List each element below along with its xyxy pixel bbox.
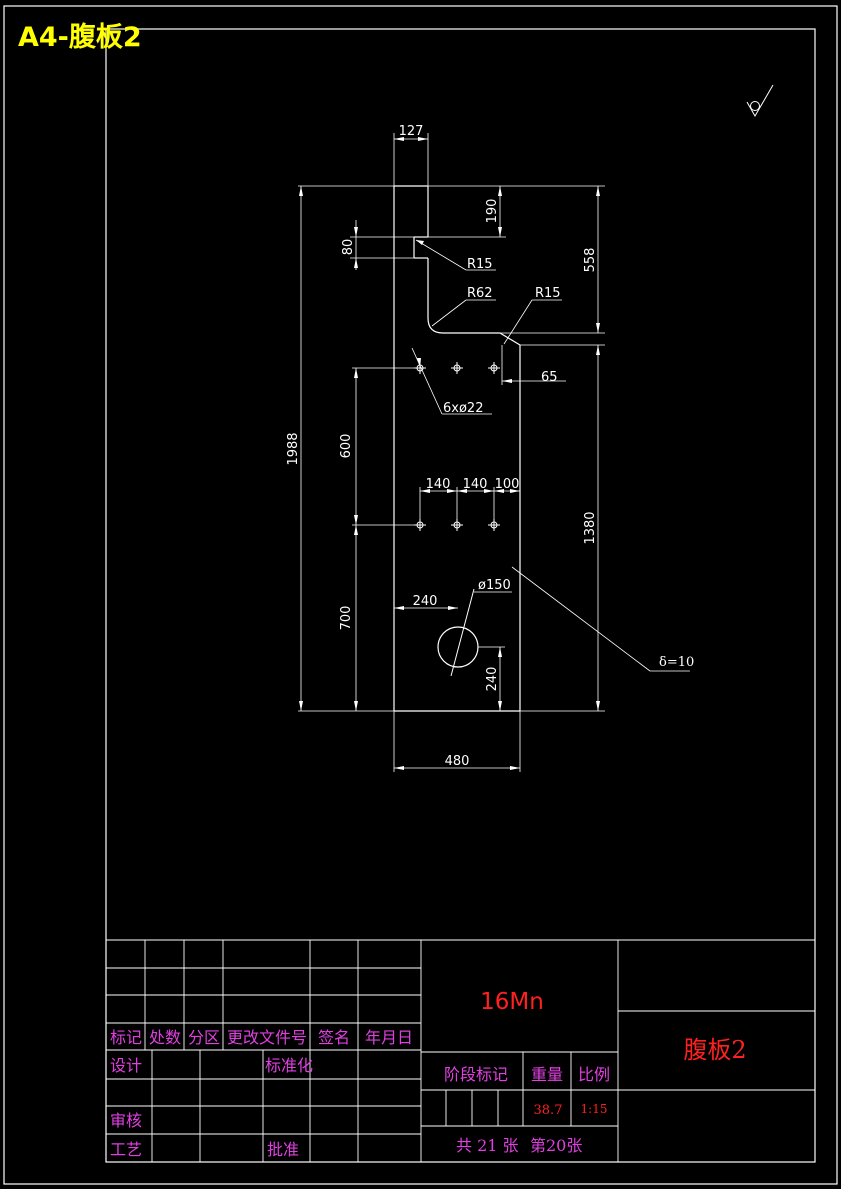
title-block bbox=[106, 939, 815, 1162]
tb-part-name: 腹板2 bbox=[683, 1036, 746, 1064]
outer-frame bbox=[3, 5, 838, 1185]
tb-stage: 阶段标记 bbox=[444, 1065, 508, 1084]
dim-1380: 1380 bbox=[583, 511, 598, 544]
label-r15-upper: R15 bbox=[467, 257, 493, 272]
large-hole bbox=[437, 626, 479, 668]
tb-review: 审核 bbox=[110, 1111, 142, 1130]
inner-frame bbox=[105, 28, 816, 1163]
label-r15-lower: R15 bbox=[535, 286, 561, 301]
dim-600: 600 bbox=[339, 434, 354, 459]
tb-design: 设计 bbox=[110, 1056, 142, 1075]
tb-docno: 更改文件号 bbox=[227, 1028, 307, 1047]
dim-80: 80 bbox=[341, 239, 356, 256]
tb-count: 处数 bbox=[149, 1028, 181, 1047]
dim-558: 558 bbox=[583, 248, 598, 273]
dim-1988: 1988 bbox=[286, 432, 301, 465]
dim-480: 480 bbox=[445, 754, 470, 769]
tb-sheet-no: 第20张 bbox=[530, 1136, 582, 1155]
dim-140-second: 140 bbox=[463, 477, 488, 492]
tb-sheets-total: 共 21 张 bbox=[456, 1136, 519, 1155]
tb-material: 16Mn bbox=[480, 989, 544, 1015]
dim-240-vertical: 240 bbox=[485, 667, 500, 692]
sheet-title: A4-腹板2 bbox=[18, 22, 142, 53]
tb-scale: 1:15 bbox=[581, 1102, 608, 1116]
label-r62: R62 bbox=[467, 286, 493, 301]
dim-140-first: 140 bbox=[426, 477, 451, 492]
label-thickness: δ=10 bbox=[659, 655, 694, 670]
tb-scale-label: 比例 bbox=[578, 1065, 610, 1084]
large-hole-leader bbox=[450, 588, 475, 677]
dim-100: 100 bbox=[495, 477, 520, 492]
label-diameter-150: ø150 bbox=[478, 578, 511, 593]
tb-date: 年月日 bbox=[365, 1028, 413, 1047]
dim-190: 190 bbox=[485, 199, 500, 224]
dim-240-horizontal: 240 bbox=[413, 594, 438, 609]
dimension-arrows bbox=[299, 137, 600, 770]
tb-weight: 38.7 bbox=[534, 1103, 563, 1118]
dimension-lines bbox=[298, 133, 690, 772]
tb-sign: 签名 bbox=[318, 1028, 350, 1047]
tb-standard: 标准化 bbox=[265, 1056, 313, 1075]
tb-mark: 标记 bbox=[110, 1028, 142, 1047]
surface-roughness-icon bbox=[746, 84, 774, 118]
tb-approve: 批准 bbox=[267, 1140, 299, 1159]
dim-700: 700 bbox=[339, 606, 354, 631]
tb-process: 工艺 bbox=[110, 1140, 142, 1159]
tb-weight-label: 重量 bbox=[531, 1065, 563, 1084]
dim-127: 127 bbox=[399, 124, 424, 139]
tb-zone: 分区 bbox=[188, 1028, 220, 1047]
dim-65: 65 bbox=[541, 370, 558, 385]
label-holes: 6xø22 bbox=[443, 401, 483, 416]
